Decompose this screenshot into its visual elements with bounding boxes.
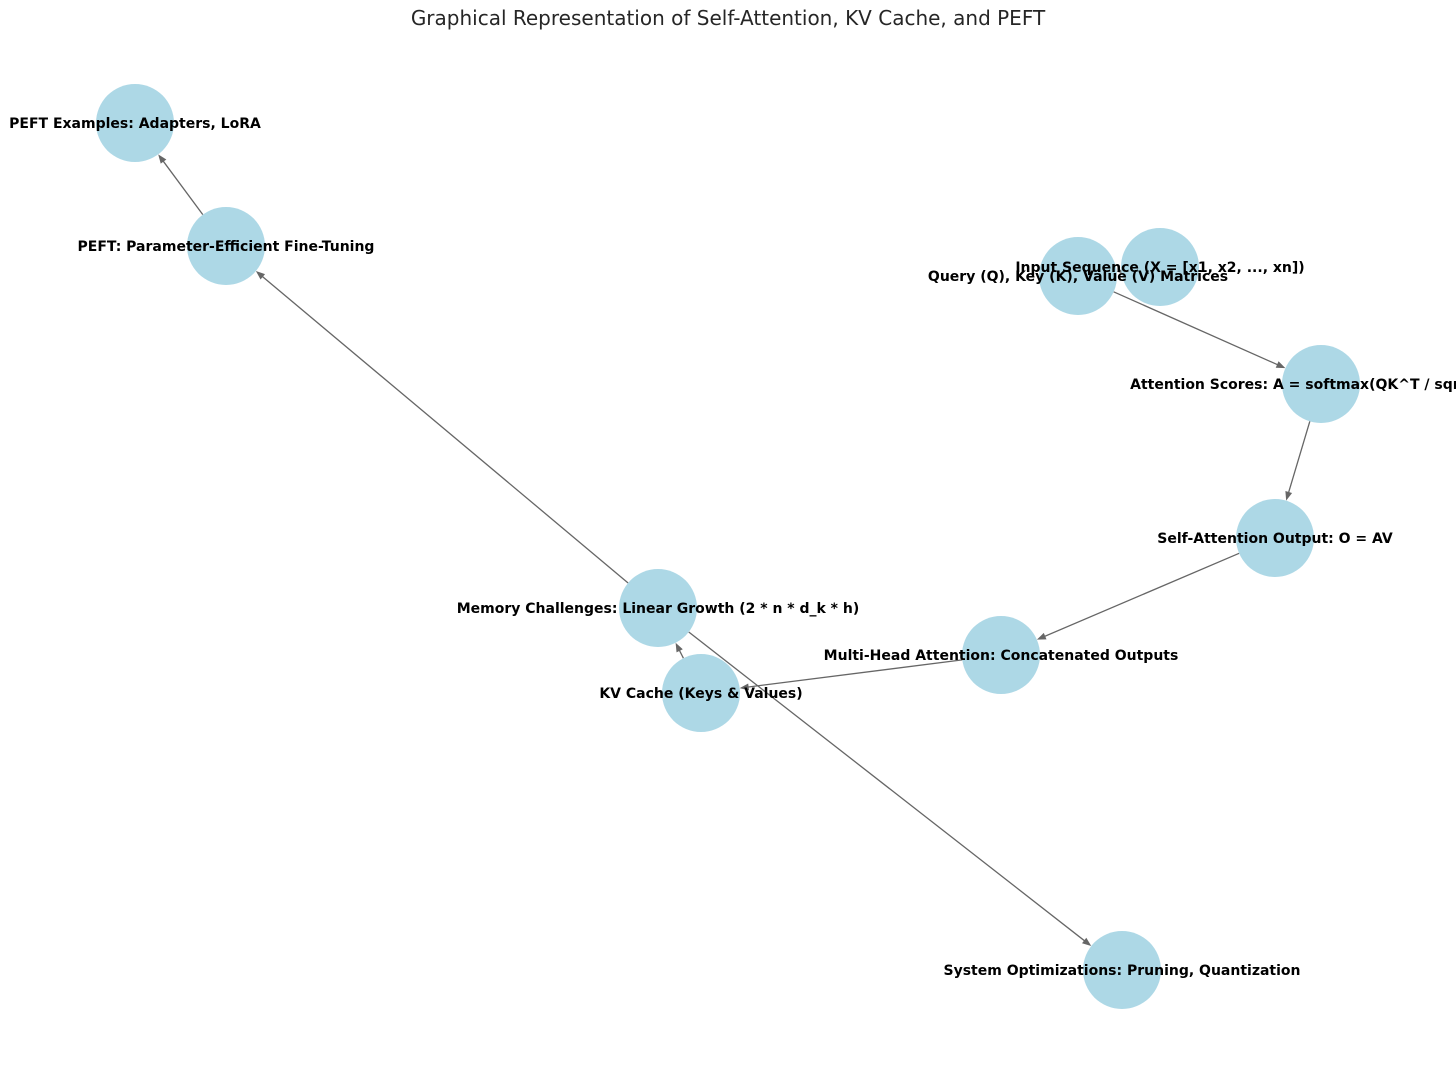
node-output (1236, 499, 1314, 577)
node-kvcache (662, 654, 740, 732)
diagram-title: Graphical Representation of Self-Attenti… (411, 6, 1046, 30)
arrowhead-memory-to-sysopt (1082, 937, 1092, 947)
arrowhead-memory-to-peft (255, 271, 266, 280)
edge-memory-to-peft (258, 273, 629, 584)
node-peft (187, 207, 265, 285)
node-label-kvcache: KV Cache (Keys & Values) (599, 686, 802, 702)
arrowhead-kvcache-to-memory (675, 642, 683, 653)
node-label-input: Input Sequence (X = [x1, x2, ..., xn]) (1015, 260, 1304, 276)
edge-peft-to-peftex (160, 157, 204, 216)
arrowhead-peft-to-peftex (158, 154, 167, 164)
node-label-scores: Attention Scores: A = softmax(QK^T / sqr… (1130, 377, 1456, 393)
node-scores (1282, 345, 1360, 423)
node-sysopt (1083, 931, 1161, 1009)
arrowhead-output-to-multihead (1036, 632, 1047, 640)
node-multihead (962, 616, 1040, 694)
edge-multihead-to-kvcache (743, 659, 963, 689)
node-label-peft: PEFT: Parameter-Efficient Fine-Tuning (78, 239, 375, 255)
node-label-memory: Memory Challenges: Linear Growth (2 * n … (457, 601, 860, 617)
arrowhead-qkv-to-scores (1275, 361, 1286, 369)
node-label-multihead: Multi-Head Attention: Concatenated Outpu… (824, 648, 1179, 664)
node-label-peftex: PEFT Examples: Adapters, LoRA (9, 116, 261, 132)
node-label-output: Self-Attention Output: O = AV (1157, 531, 1393, 547)
node-peftex (96, 84, 174, 162)
edge-output-to-multihead (1040, 552, 1240, 639)
edge-layer (158, 154, 1311, 947)
node-input (1121, 228, 1199, 306)
edge-memory-to-sysopt (688, 631, 1089, 945)
arrowhead-multihead-to-kvcache (739, 683, 750, 691)
arrowhead-scores-to-output (1285, 491, 1293, 501)
edge-scores-to-output (1286, 421, 1311, 497)
node-qkv (1039, 237, 1117, 315)
node-memory (619, 569, 697, 647)
node-label-qkv: Query (Q), Key (K), Value (V) Matrices (928, 269, 1228, 285)
label-layer: Input Sequence (X = [x1, x2, ..., xn])Qu… (9, 116, 1456, 979)
node-label-sysopt: System Optimizations: Pruning, Quantizat… (944, 963, 1301, 979)
node-layer (96, 84, 1360, 1009)
edge-qkv-to-scores (1113, 291, 1282, 368)
